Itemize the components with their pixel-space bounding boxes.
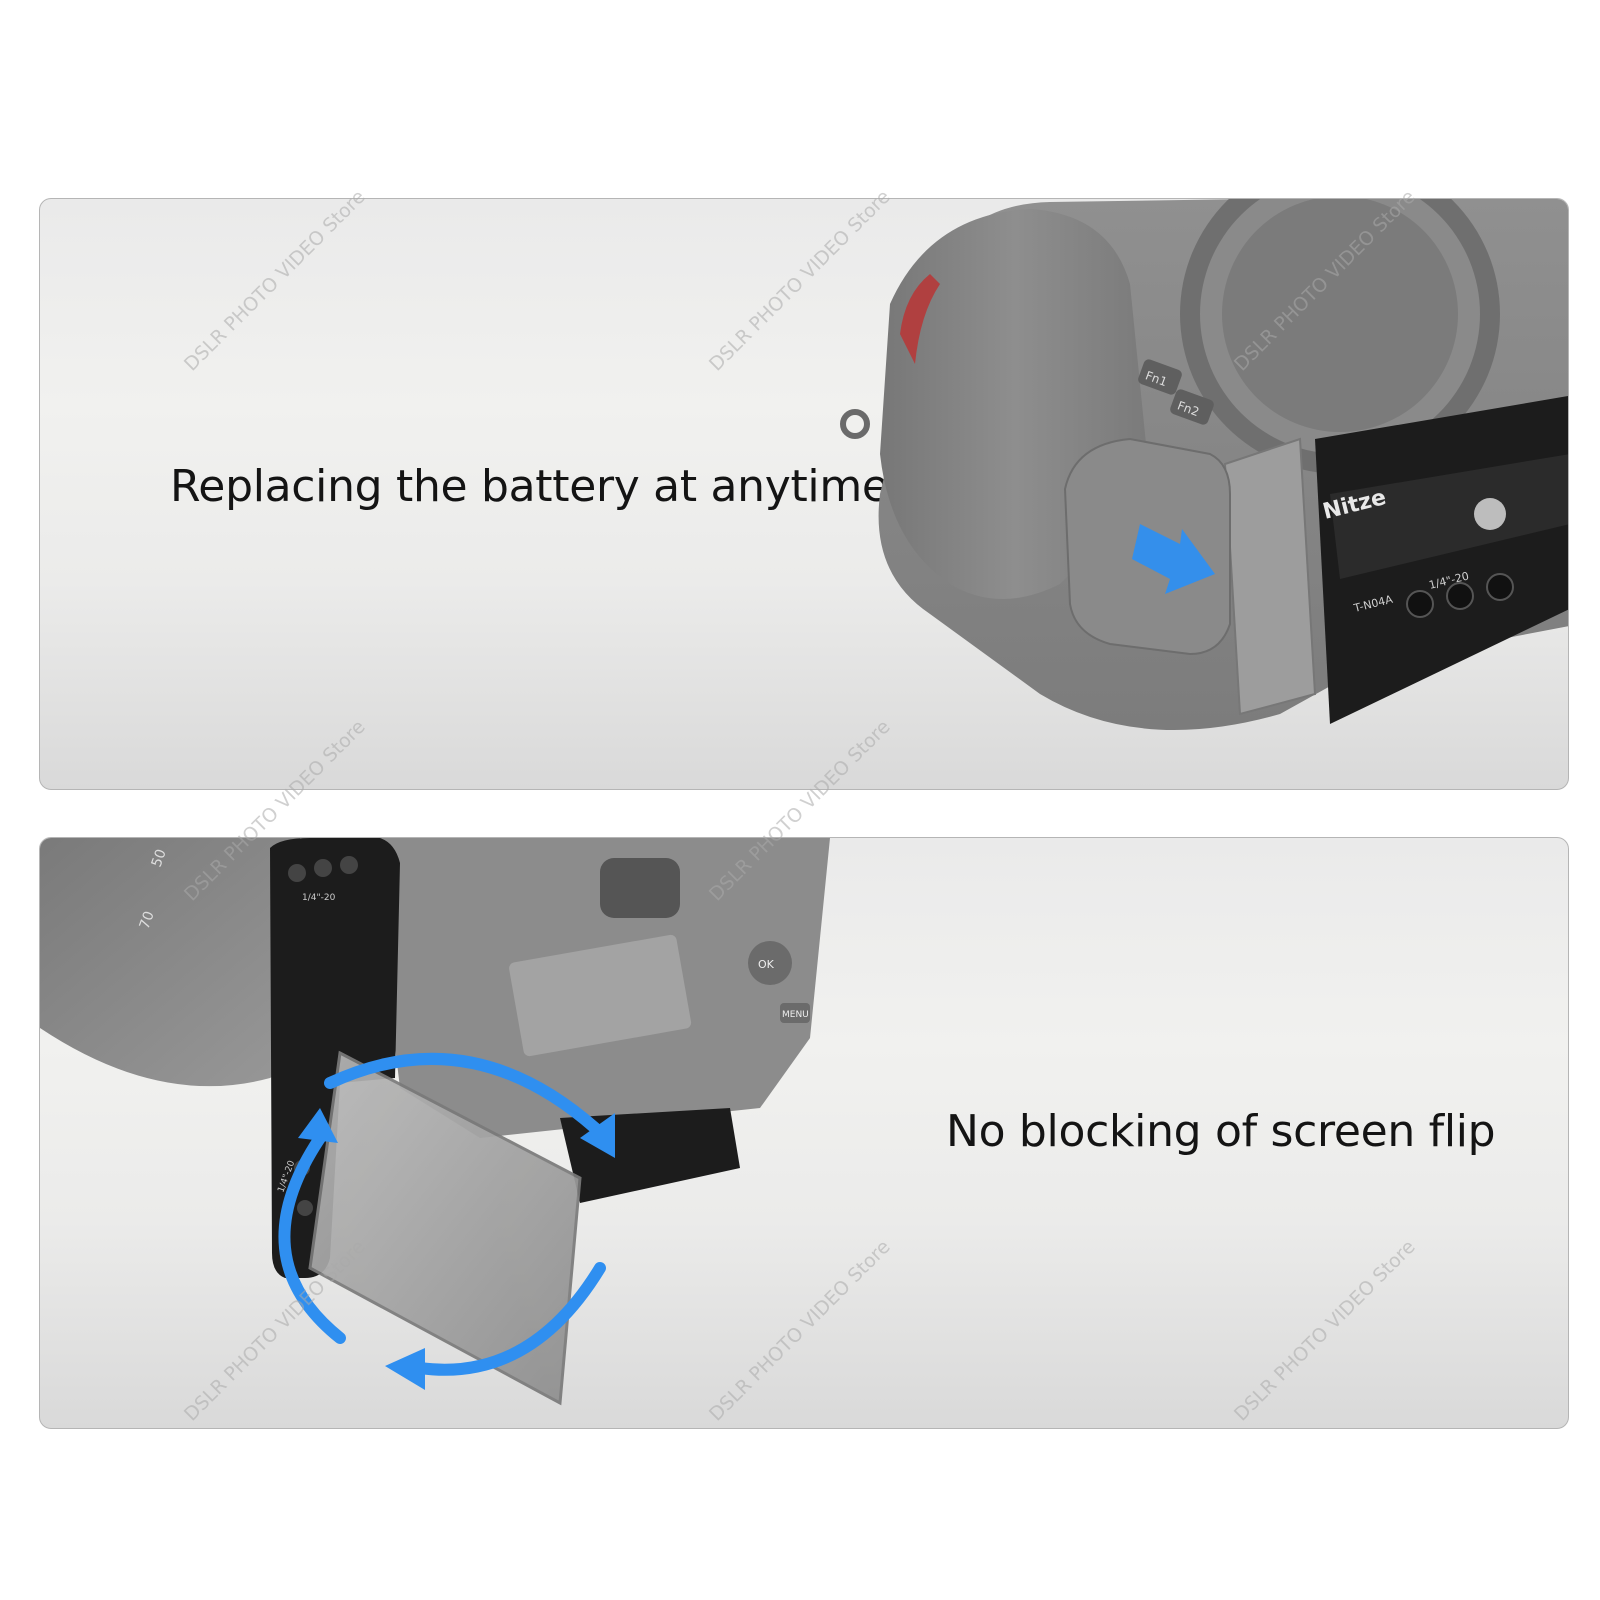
menu-label: MENU	[782, 1010, 809, 1020]
flip-arrow-left-icon	[278, 1132, 346, 1344]
zoom-70-label: 70	[137, 909, 158, 931]
battery-panel: Replacing the battery at anytime Fn1 Fn2	[39, 198, 1569, 790]
camera-screen-illustration: 50 70 OK MENU 1/4"-20 1/4"-20	[40, 838, 830, 1406]
flip-screen	[308, 1050, 582, 1406]
flip-arrow-top-icon	[324, 1052, 601, 1134]
battery-door	[1223, 437, 1317, 716]
thread-top-label: 1/4"-20	[302, 893, 336, 903]
zoom-50-label: 50	[149, 847, 170, 869]
flip-arrow-bottom-icon	[414, 1262, 606, 1376]
battery-caption: Replacing the battery at anytime	[170, 461, 889, 512]
ok-label: OK	[758, 958, 775, 971]
lens	[40, 838, 340, 1087]
camera-battery-illustration: Fn1 Fn2 Nitze T-N04A 1/4"-20	[840, 199, 1568, 730]
battery-arrow-icon	[1132, 524, 1215, 594]
screen-flip-panel: No blocking of screen flip 50 70 OK MENU…	[39, 837, 1569, 1429]
screen-flip-caption: No blocking of screen flip	[946, 1106, 1496, 1157]
